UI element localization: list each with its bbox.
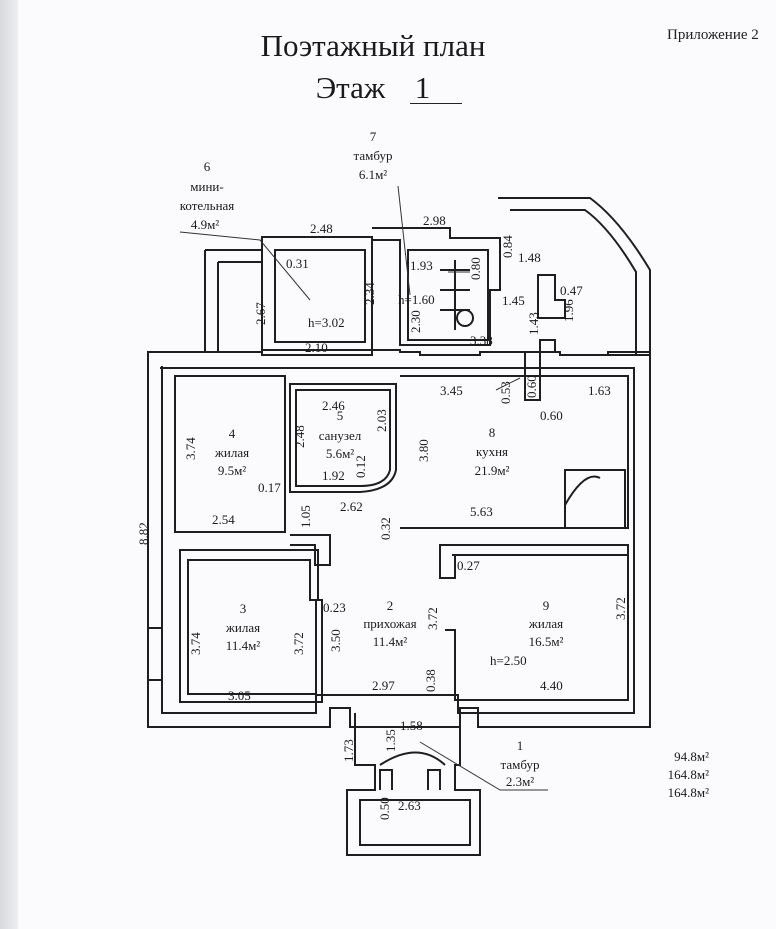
area-totals: 94.8м² 164.8м² 164.8м² bbox=[668, 749, 709, 800]
dim-2-54: 2.54 bbox=[212, 512, 235, 527]
dim-3-45: 3.45 bbox=[440, 383, 463, 398]
dim-2-48-top: 2.48 bbox=[310, 221, 333, 236]
dim-1-48: 1.48 bbox=[518, 250, 541, 265]
room-1-number: 1 bbox=[517, 738, 524, 753]
room-4-area: 9.5м² bbox=[218, 463, 246, 478]
dim-3-80: 3.80 bbox=[416, 439, 431, 462]
dim-2-10: 2.10 bbox=[305, 340, 328, 355]
room-9-area: 16.5м² bbox=[529, 634, 564, 649]
dim-1-93: 1.93 bbox=[410, 258, 433, 273]
room-9-number: 9 bbox=[543, 598, 550, 613]
dim-8-82: 8.82 bbox=[136, 522, 151, 545]
dim-2-48-bath: 2.48 bbox=[292, 425, 307, 448]
dim-2-34: 2.34 bbox=[362, 282, 377, 305]
floor-number: 1 bbox=[414, 70, 431, 105]
dim-0-53: 0.53 bbox=[498, 381, 513, 404]
appendix-label: Приложение 2 bbox=[667, 27, 759, 43]
room-2-name: прихожая bbox=[363, 616, 416, 631]
room-3-number: 3 bbox=[240, 601, 247, 616]
room-8-area: 21.9м² bbox=[475, 463, 510, 478]
dim-3-38: 3.38 bbox=[470, 333, 493, 348]
room-8-number: 8 bbox=[489, 425, 496, 440]
dim-3-72-b: 3.72 bbox=[425, 607, 440, 630]
room-1-area: 2.3м² bbox=[506, 774, 534, 789]
dim-0-12: 0.12 bbox=[353, 455, 368, 478]
room-4-name: жилая bbox=[214, 445, 249, 460]
dim-3-05: 3.05 bbox=[228, 688, 251, 703]
dim-1-63: 1.63 bbox=[588, 383, 611, 398]
dim-1-05: 1.05 bbox=[298, 505, 313, 528]
dim-3-74-b: 3.74 bbox=[188, 632, 203, 655]
dim-3-50: 3.50 bbox=[328, 629, 343, 652]
room-7-name: тамбур bbox=[354, 148, 393, 163]
dim-0-32: 0.32 bbox=[378, 517, 393, 540]
dimension-labels: 2.48 0.31 2.34 2.67 2.10 2.98 1.93 0.80 … bbox=[136, 213, 628, 820]
dim-0-47: 0.47 bbox=[560, 283, 583, 298]
room-2-number: 2 bbox=[387, 598, 394, 613]
dim-2-97: 2.97 bbox=[372, 678, 395, 693]
total-area-3: 164.8м² bbox=[668, 785, 709, 800]
total-area-1: 94.8м² bbox=[674, 749, 709, 764]
total-area-2: 164.8м² bbox=[668, 767, 709, 782]
dim-1-35: 1.35 bbox=[383, 729, 398, 752]
room-7-area: 6.1м² bbox=[359, 167, 387, 182]
dim-0-23: 0.23 bbox=[323, 600, 346, 615]
dim-0-31: 0.31 bbox=[286, 256, 309, 271]
dim-1-45: 1.45 bbox=[502, 293, 525, 308]
room-5-area: 5.6м² bbox=[326, 446, 354, 461]
dim-0-27: 0.27 bbox=[457, 558, 480, 573]
dim-5-63: 5.63 bbox=[470, 504, 493, 519]
dim-1-96: 1.96 bbox=[561, 299, 576, 322]
room-4-number: 4 bbox=[229, 426, 236, 441]
room-6-name-1: мини- bbox=[190, 179, 223, 194]
height-vestibule: h=1.60 bbox=[398, 292, 435, 307]
dim-1-43: 1.43 bbox=[526, 312, 541, 335]
room-1-name: тамбур bbox=[501, 757, 540, 772]
leader-lines bbox=[179, 185, 548, 791]
room-5-number: 5 bbox=[337, 408, 344, 423]
height-boiler: h=3.02 bbox=[308, 315, 345, 330]
dim-2-67: 2.67 bbox=[253, 302, 268, 325]
dim-2-03: 2.03 bbox=[374, 409, 389, 432]
dim-2-98: 2.98 bbox=[423, 213, 446, 228]
dim-2-63: 2.63 bbox=[398, 798, 421, 813]
dim-3-74-a: 3.74 bbox=[183, 437, 198, 460]
height-room-9: h=2.50 bbox=[490, 653, 527, 668]
dim-1-58: 1.58 bbox=[400, 718, 423, 733]
room-3-name: жилая bbox=[225, 620, 260, 635]
dim-0-38: 0.38 bbox=[423, 669, 438, 692]
dim-0-60-a: 0.60 bbox=[524, 375, 539, 398]
dim-0-60-b: 0.60 bbox=[540, 408, 563, 423]
dim-3-72-a: 3.72 bbox=[291, 632, 306, 655]
room-3-area: 11.4м² bbox=[226, 638, 260, 653]
room-6-number: 6 bbox=[204, 159, 211, 174]
room-labels: 7 тамбур 6.1м² 6 мини- котельная 4.9м² 5… bbox=[180, 129, 564, 789]
room-5-name: санузел bbox=[319, 428, 362, 443]
dim-2-46: 2.46 bbox=[322, 398, 345, 413]
floor-underline bbox=[410, 103, 462, 104]
room-9-name: жилая bbox=[528, 616, 563, 631]
room-6-area: 4.9м² bbox=[191, 217, 219, 232]
dim-2-62: 2.62 bbox=[340, 499, 363, 514]
dim-2-30: 2.30 bbox=[408, 310, 423, 333]
dim-3-72-c: 3.72 bbox=[613, 597, 628, 620]
dim-0-84: 0.84 bbox=[500, 235, 515, 258]
dim-1-92: 1.92 bbox=[322, 468, 345, 483]
room-6-name-2: котельная bbox=[180, 198, 235, 213]
floor-heading: Этаж 1 bbox=[238, 70, 508, 106]
dim-0-50: 0.50 bbox=[377, 797, 392, 820]
room-8-name: кухня bbox=[476, 444, 508, 459]
room-2-area: 11.4м² bbox=[373, 634, 407, 649]
floor-label: Этаж bbox=[315, 70, 386, 105]
walls bbox=[147, 197, 651, 856]
plan-title: Поэтажный план bbox=[260, 28, 486, 63]
dim-0-17: 0.17 bbox=[258, 480, 281, 495]
dim-0-80: 0.80 bbox=[468, 257, 483, 280]
dim-1-73: 1.73 bbox=[341, 739, 356, 762]
page-left-edge bbox=[0, 0, 18, 929]
dim-4-40: 4.40 bbox=[540, 678, 563, 693]
room-7-number: 7 bbox=[370, 129, 377, 144]
